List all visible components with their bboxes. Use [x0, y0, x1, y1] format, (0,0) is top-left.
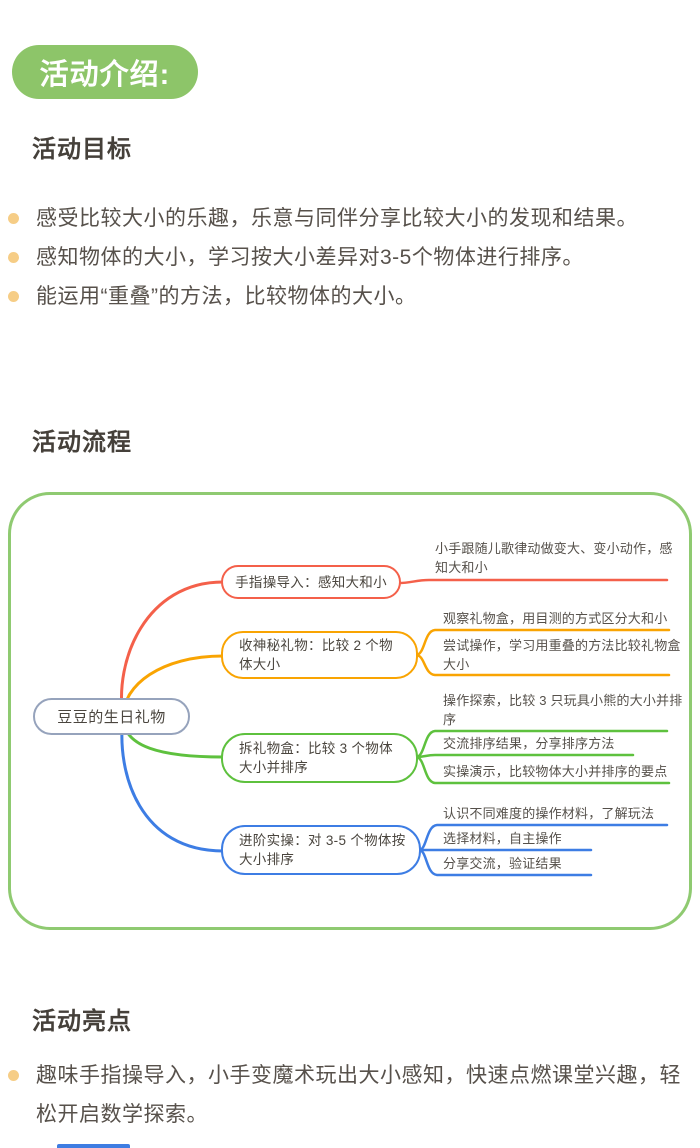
- goals-list: 感受比较大小的乐趣，乐意与同伴分享比较大小的发现和结果。 感知物体的大小，学习按…: [8, 199, 692, 316]
- leaf-line-3-3: [414, 755, 671, 785]
- branch-node-label: 拆礼物盒：比较 3 个物体大小并排序: [239, 741, 393, 775]
- mindmap-leaf-3-2: 交流排序结果，分享排序方法: [443, 736, 615, 751]
- branch-node-label: 手指操导入：感知大和小: [235, 574, 387, 590]
- mindmap-connectors: [120, 578, 671, 877]
- goal-item: 感受比较大小的乐趣，乐意与同伴分享比较大小的发现和结果。: [8, 199, 692, 238]
- leaf-line-2-1: [414, 628, 671, 657]
- mindmap-branch-node-2: 收神秘礼物：比较 2 个物体大小: [221, 631, 418, 679]
- highlights-list: 趣味手指操导入，小手变魔术玩出大小感知，快速点燃课堂兴趣，轻松开启数学探索。: [8, 1056, 692, 1134]
- mindmap-branch-node-3: 拆礼物盒：比较 3 个物体大小并排序: [221, 733, 418, 783]
- cut-off-blue-bar: [57, 1144, 130, 1148]
- goal-item: 能运用“重叠”的方法，比较物体的大小。: [8, 277, 692, 316]
- leaf-line-4-3: [417, 848, 593, 877]
- mindmap-leaf-2-1: 观察礼物盒，用目测的方式区分大和小: [443, 611, 668, 626]
- bullet-dot-icon: [8, 1070, 19, 1081]
- heading-goals: 活动目标: [16, 129, 142, 165]
- leaf-line-3-2: [414, 753, 635, 759]
- mindmap-leaf-1-1: 小手跟随儿歌律动做变大、变小动作，感知大和小: [435, 541, 673, 575]
- heading-highlights: 活动亮点: [16, 1001, 142, 1037]
- mindmap-panel: 豆豆的生日礼物 手指操导入：感知大和小 收神秘礼物：比较 2 个物体大小 拆礼物…: [8, 492, 692, 930]
- mindmap-leaf-4-2: 选择材料，自主操作: [443, 831, 562, 846]
- heading-process: 活动流程: [16, 422, 142, 458]
- heading-goals-label: 活动目标: [16, 129, 142, 165]
- heading-process-label: 活动流程: [16, 422, 142, 458]
- mindmap-leaf-3-1: 操作探索，比较 3 只玩具小熊的大小并排序: [443, 693, 683, 727]
- highlight-item-text: 趣味手指操导入，小手变魔术玩出大小感知，快速点燃课堂兴趣，轻松开启数学探索。: [36, 1064, 681, 1126]
- goal-item-text: 感知物体的大小，学习按大小差异对3-5个物体进行排序。: [36, 246, 584, 269]
- root-curve-1: [120, 580, 225, 719]
- bullet-dot-icon: [8, 291, 19, 302]
- goal-item-text: 感受比较大小的乐趣，乐意与同伴分享比较大小的发现和结果。: [36, 207, 638, 230]
- intro-badge: 活动介绍:: [12, 45, 198, 99]
- root-node-label: 豆豆的生日礼物: [57, 709, 166, 726]
- mindmap-branch-node-4: 进阶实操：对 3-5 个物体按大小排序: [221, 825, 421, 875]
- mindmap-leaf-4-1: 认识不同难度的操作材料，了解玩法: [443, 806, 655, 821]
- intro-badge-label: 活动介绍:: [39, 59, 171, 91]
- bullet-dot-icon: [8, 213, 19, 224]
- mindmap-branch-node-1: 手指操导入：感知大和小: [221, 565, 401, 599]
- leaf-line-1-1: [397, 578, 669, 585]
- branch-node-label: 收神秘礼物：比较 2 个物体大小: [239, 638, 393, 672]
- mindmap-leaf-3-3: 实操演示，比较物体大小并排序的要点: [443, 764, 668, 779]
- highlight-item: 趣味手指操导入，小手变魔术玩出大小感知，快速点燃课堂兴趣，轻松开启数学探索。: [8, 1056, 692, 1134]
- goal-item: 感知物体的大小，学习按大小差异对3-5个物体进行排序。: [8, 238, 692, 277]
- bullet-dot-icon: [8, 252, 19, 263]
- mindmap-leaf-2-2: 尝试操作，学习用重叠的方法比较礼物盒大小: [443, 638, 681, 672]
- leaf-line-2-2: [414, 653, 671, 677]
- branch-node-label: 进阶实操：对 3-5 个物体按大小排序: [239, 833, 406, 867]
- mindmap-root-node: 豆豆的生日礼物: [33, 698, 190, 735]
- heading-highlights-label: 活动亮点: [16, 1001, 142, 1037]
- root-curve-4: [120, 715, 225, 853]
- mindmap-leaf-4-3: 分享交流，验证结果: [443, 856, 562, 871]
- goal-item-text: 能运用“重叠”的方法，比较物体的大小。: [36, 285, 417, 308]
